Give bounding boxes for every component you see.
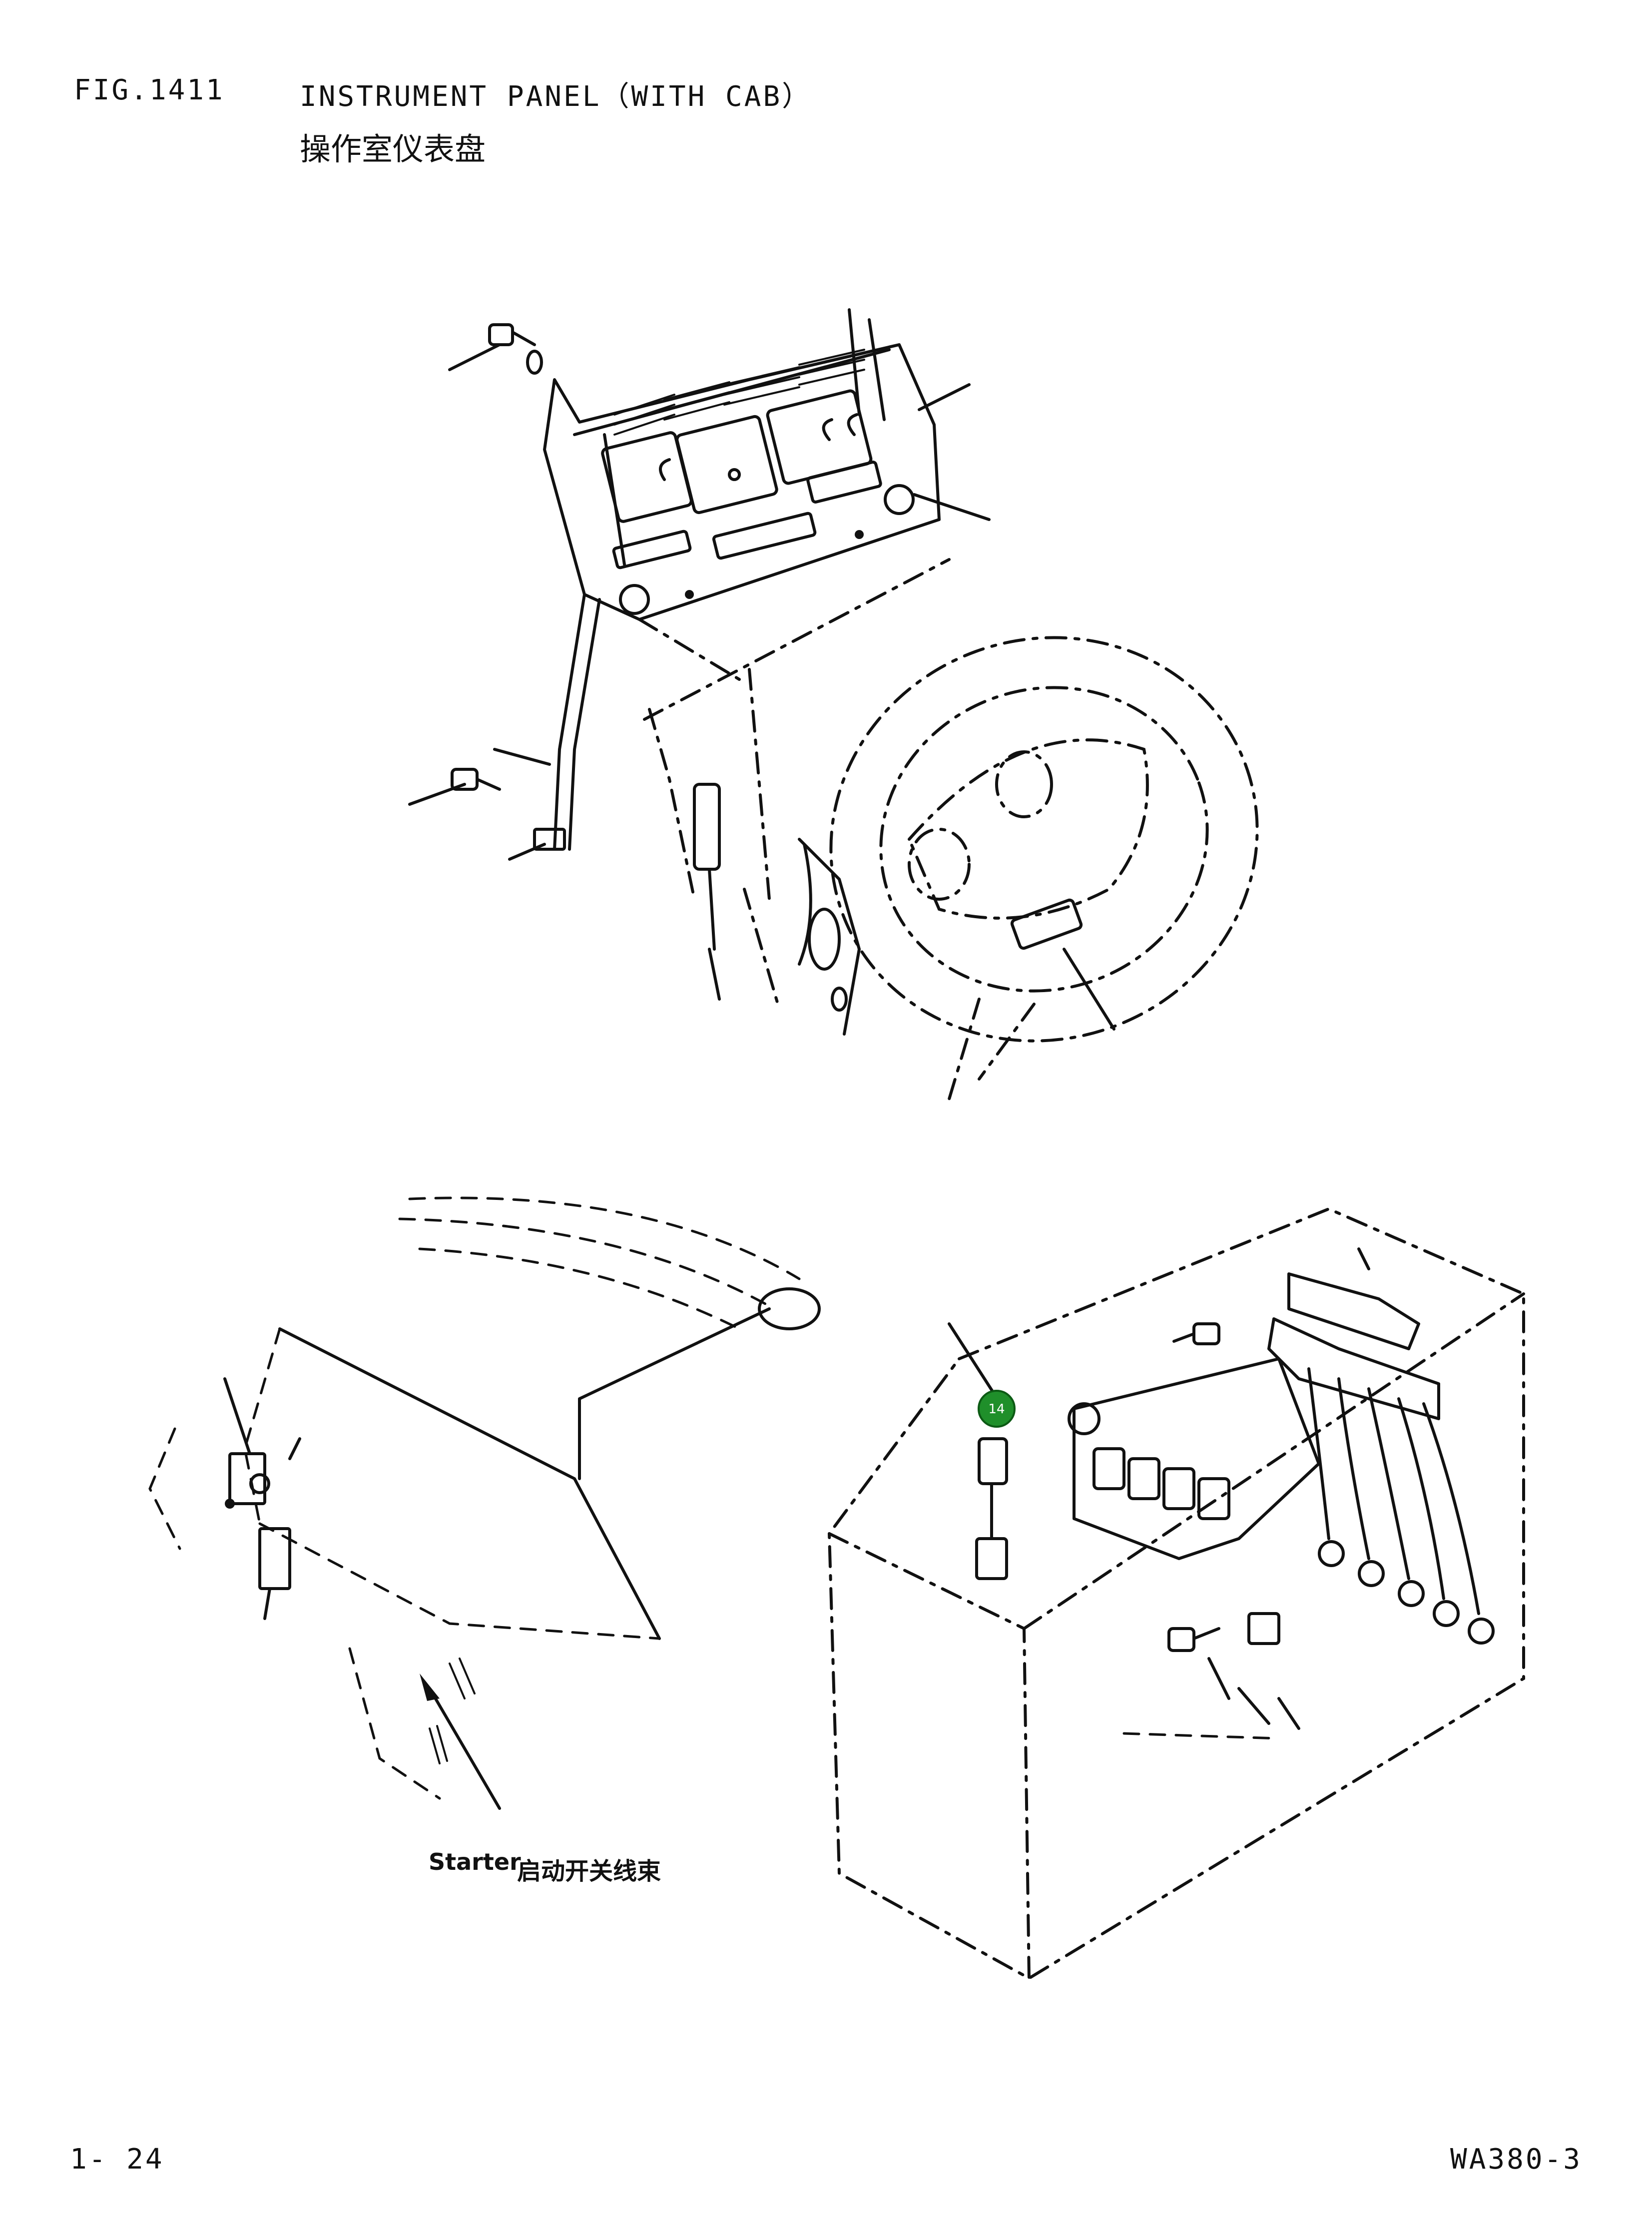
instrument-panel-assembly — [408, 308, 1259, 1101]
figure-title-chinese: 操作室仪表盘 — [300, 131, 486, 167]
figure-title: INSTRUMENT PANEL（WITH CAB） — [300, 80, 812, 113]
model-code: WA380-3 — [1450, 2143, 1582, 2176]
page-number: 1- 24 — [70, 2143, 164, 2176]
starter-label: Starter — [429, 1848, 521, 1875]
relay-harness-assembly — [827, 1207, 1525, 1980]
starter-label-chinese: 启动开关线束 — [517, 1857, 661, 1885]
starter-harness-view — [148, 1196, 821, 1810]
callout-14[interactable]: 14 — [978, 1390, 1016, 1428]
callout-14-number: 14 — [988, 1402, 1005, 1417]
figure-number: FIG.1411 — [74, 74, 225, 106]
